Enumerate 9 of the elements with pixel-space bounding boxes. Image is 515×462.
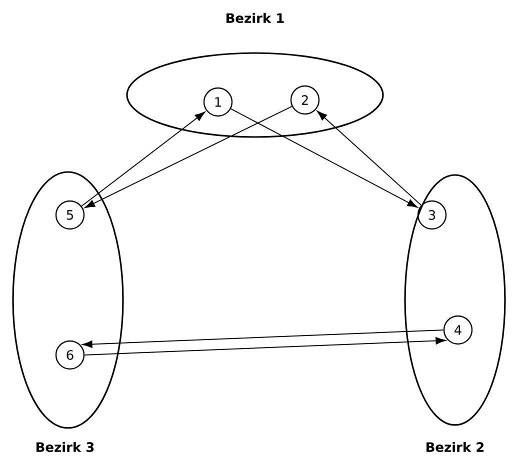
arrow bbox=[317, 110, 422, 206]
arrow bbox=[84, 337, 446, 356]
region-heading: Bezirk 3 bbox=[36, 442, 94, 452]
region-heading: Bezirk 2 bbox=[426, 442, 484, 452]
arrow bbox=[230, 108, 418, 208]
arrow bbox=[82, 329, 444, 348]
arrow bbox=[84, 106, 292, 208]
arrow bbox=[81, 112, 206, 207]
region-heading: Bezirk 1 bbox=[226, 12, 284, 24]
